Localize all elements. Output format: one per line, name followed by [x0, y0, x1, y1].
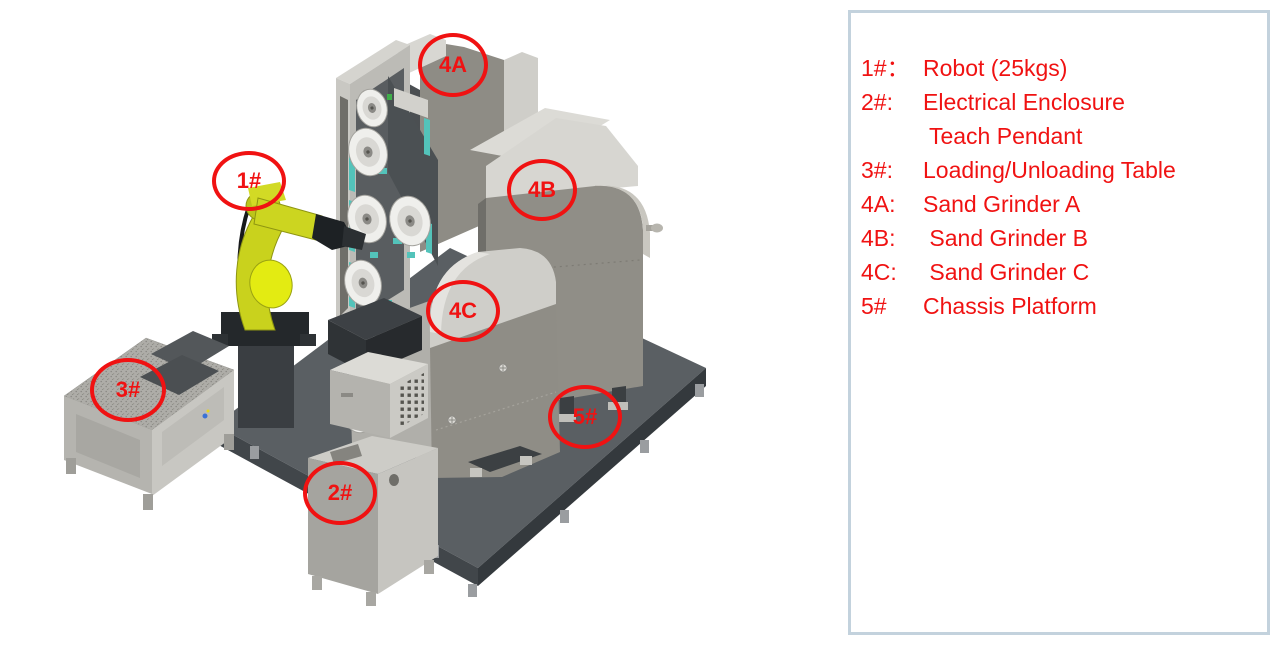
legend-list: 1#：Robot (25kgs)2#:Electrical Enclosure … — [861, 51, 1259, 323]
legend-item-label: Loading/Unloading Table — [923, 157, 1176, 183]
legend-item-label: Sand Grinder B — [923, 225, 1088, 251]
legend-item-id: 1#： — [861, 55, 910, 81]
screw — [498, 363, 508, 373]
callout-label: 5# — [572, 404, 598, 429]
callout-1num: 1# — [212, 151, 286, 211]
legend-item-id: 3#: — [861, 157, 893, 183]
legend-item-label: Teach Pendant — [923, 123, 1083, 149]
sanding-wheel — [389, 195, 431, 247]
legend-item-label: Robot (25kgs) — [923, 55, 1068, 81]
robot-balancer — [249, 259, 293, 309]
robot-gripper — [342, 226, 366, 250]
sanding-wheel — [348, 127, 388, 177]
legend-row: 2#: Electrical Enclosure — [861, 85, 1259, 119]
legend-row: 5# Chassis Platform — [861, 289, 1259, 323]
callout-label: 2# — [327, 480, 353, 505]
scene: 1# 2# 3# 4A 4B 4C 5# — [63, 33, 706, 606]
legend-item-id: 4B: — [861, 225, 896, 251]
legend-item-id: 4A: — [861, 191, 896, 217]
legend-row: 4B: Sand Grinder B — [861, 221, 1259, 255]
robot-pedestal — [238, 346, 294, 428]
callout-5num: 5# — [548, 385, 622, 449]
machine-illustration — [63, 34, 706, 606]
loading-table — [63, 331, 235, 510]
screw — [447, 415, 457, 425]
vent-grid — [398, 373, 424, 428]
callout-label: 4A — [438, 52, 468, 77]
legend-row: Teach Pendant — [861, 119, 1259, 153]
pendant-screen — [330, 444, 362, 464]
callout-label: 4C — [448, 298, 478, 323]
callout-label: 3# — [115, 377, 141, 402]
legend-panel: 1#：Robot (25kgs)2#:Electrical Enclosure … — [848, 10, 1270, 635]
sanding-wheel — [356, 88, 388, 128]
callout-label: 1# — [236, 168, 262, 193]
legend-row: 3#: Loading/Unloading Table — [861, 153, 1259, 187]
legend-item-label: Sand Grinder A — [923, 191, 1081, 217]
legend-item-label: Chassis Platform — [923, 293, 1097, 319]
legend-item-label: Sand Grinder C — [923, 259, 1090, 285]
callout-label: 4B — [527, 177, 557, 202]
sanding-wheel — [344, 259, 382, 307]
legend-row: 4C: Sand Grinder C — [861, 255, 1259, 289]
callout-4c: 4C — [426, 280, 500, 342]
legend-row: 4A: Sand Grinder A — [861, 187, 1259, 221]
callout-4a: 4A — [418, 33, 488, 97]
callout-3num: 3# — [90, 358, 166, 422]
legend-item-id: 5# — [861, 293, 887, 319]
legend-row: 1#： Robot (25kgs) — [861, 51, 1259, 85]
callout-2num: 2# — [303, 461, 377, 525]
legend-item-label: Electrical Enclosure — [923, 89, 1125, 115]
legend-item-id: 2#: — [861, 89, 893, 115]
callout-4b: 4B — [507, 159, 577, 221]
legend-item-id: 4C: — [861, 259, 897, 285]
